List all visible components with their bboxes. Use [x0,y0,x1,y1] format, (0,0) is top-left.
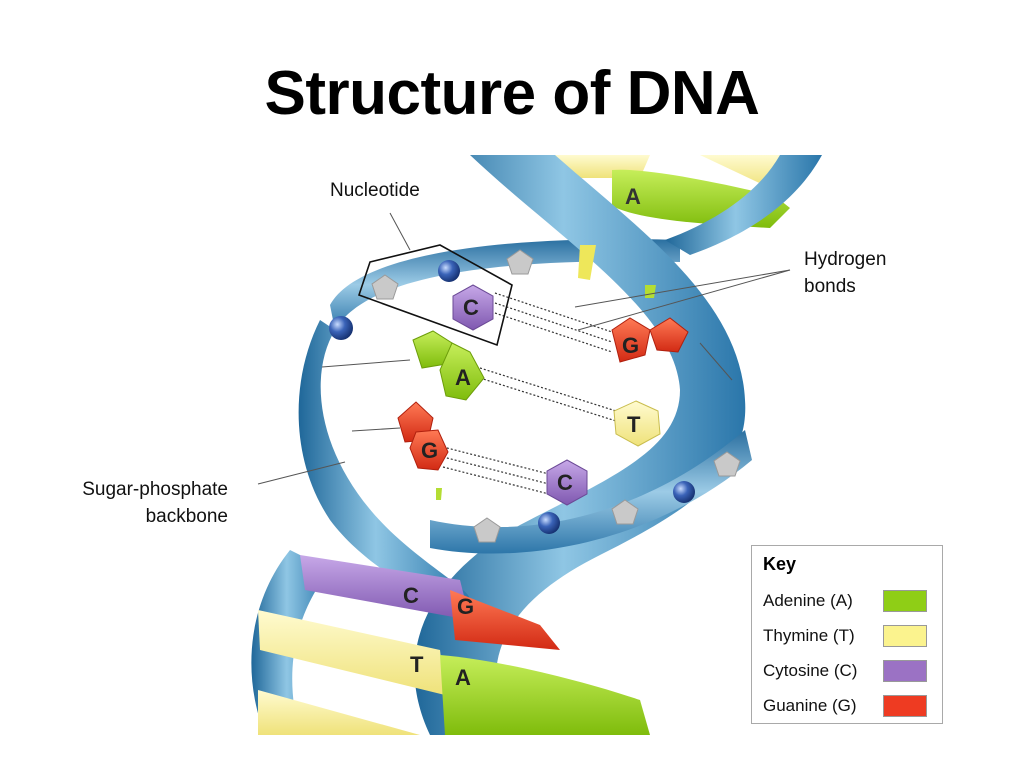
back-strand [330,239,680,330]
bottom-base-pairs [258,555,650,735]
key-row-thymine: Thymine (T) [763,625,933,647]
key-label-guanine: Guanine (G) [763,696,857,715]
sugar-groups [371,249,741,543]
base-a-middle-letter: A [455,365,471,390]
nucleotide-outline [357,244,513,347]
key-row-guanine: Guanine (G) [763,695,933,717]
base-g-upper-letter: G [622,333,639,358]
base-t-middle-letter: T [627,412,641,437]
backbone-label-line2: backbone [145,506,228,527]
key-label-adenine: Adenine (A) [763,591,853,610]
base-t-middle [613,400,661,447]
leader-lines [257,212,791,485]
phosphate-groups [329,260,695,534]
base-a-middle [412,330,485,401]
base-c-upper-letter: C [463,295,479,320]
bottom-base-c: C [403,583,419,608]
bottom-base-a: A [455,665,471,690]
key-swatch-guanine [883,695,927,717]
key-swatch-thymine [883,625,927,647]
base-g-upper [611,317,689,363]
bottom-base-t: T [410,652,424,677]
hydrogen-bonds-label-line2: bonds [804,276,856,297]
slide-title: Structure of DNA [264,59,760,128]
key-swatch-cytosine [883,660,927,682]
backbone-label-line1: Sugar-phosphate [82,479,228,500]
key-legend: Key Adenine (A) Thymine (T) Cytosine (C)… [751,545,943,724]
base-c-lower-letter: C [557,470,573,495]
base-c-lower [546,459,588,506]
hydrogen-bonds-label-line1: Hydrogen [804,249,887,270]
bottom-base-g: G [457,594,474,619]
front-strand [414,155,746,735]
key-label-thymine: Thymine (T) [763,626,855,645]
base-g-lower-letter: G [421,438,438,463]
base-g-lower [397,401,449,471]
key-title: Key [763,554,797,574]
key-row-adenine: Adenine (A) [763,590,933,612]
key-swatch-adenine [883,590,927,612]
base-c-upper [452,284,494,331]
key-row-cytosine: Cytosine (C) [763,660,933,682]
key-label-cytosine: Cytosine (C) [763,661,858,680]
nucleotide-label: Nucleotide [330,180,420,201]
hydrogen-bond-lines [442,292,617,496]
top-base-a: A [625,184,641,209]
